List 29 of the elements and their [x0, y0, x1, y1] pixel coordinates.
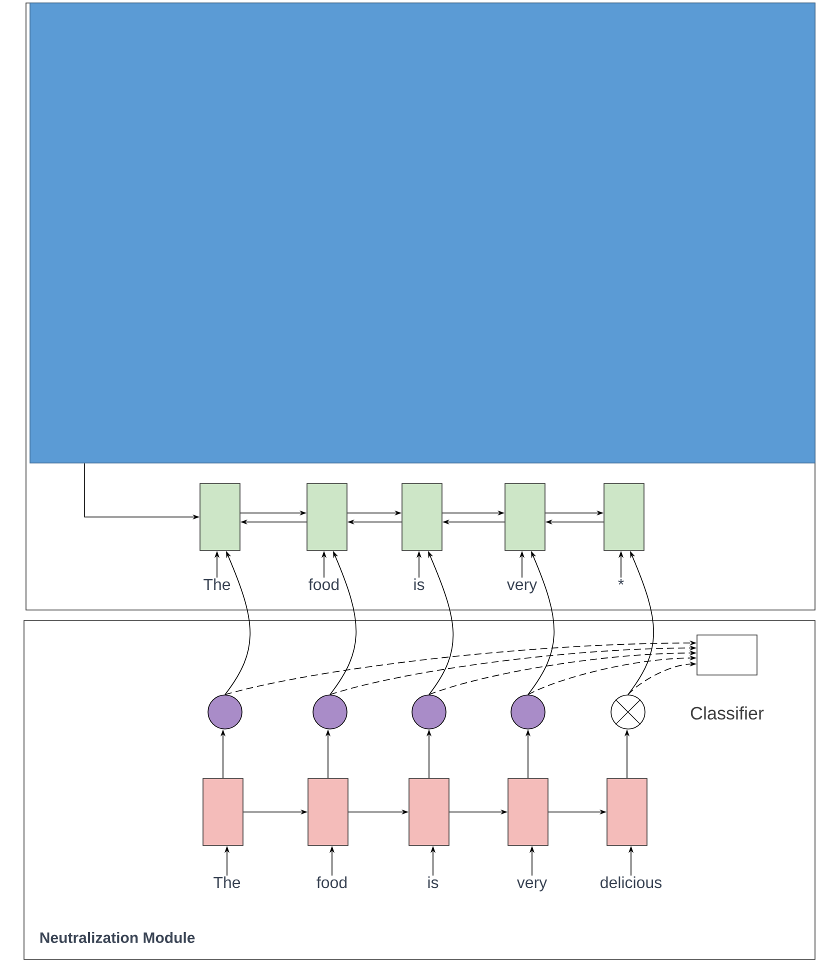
lstm-cell [402, 483, 442, 551]
filled-panel [30, 2, 816, 464]
lstm-cell [202, 778, 244, 846]
word-label: very [506, 581, 538, 594]
module-panel [24, 620, 816, 960]
multiply-circle [610, 694, 646, 730]
word-label: is [414, 578, 424, 590]
classifier-label: Classifier [690, 706, 764, 720]
word-label: is [428, 876, 438, 888]
lstm-cell [308, 778, 348, 846]
word-label: The [204, 578, 230, 590]
lstm-cell [408, 778, 450, 846]
word-label: very [516, 879, 548, 892]
word-label: food [316, 876, 347, 888]
word-label: The [214, 876, 240, 888]
lstm-cell [504, 483, 546, 551]
module-title: Neutralization Module [40, 932, 195, 943]
word-label: * [618, 579, 624, 585]
state-circle [510, 694, 546, 730]
state-circle [208, 694, 242, 730]
word-label: delicious [600, 876, 662, 888]
state-circle [312, 694, 348, 730]
lstm-cell [508, 778, 548, 846]
word-label: food [308, 578, 339, 590]
lstm-cell [306, 483, 348, 551]
lstm-cell [200, 483, 240, 551]
lstm-cell [604, 483, 644, 551]
state-circle [412, 694, 446, 730]
lstm-cell [606, 778, 648, 846]
